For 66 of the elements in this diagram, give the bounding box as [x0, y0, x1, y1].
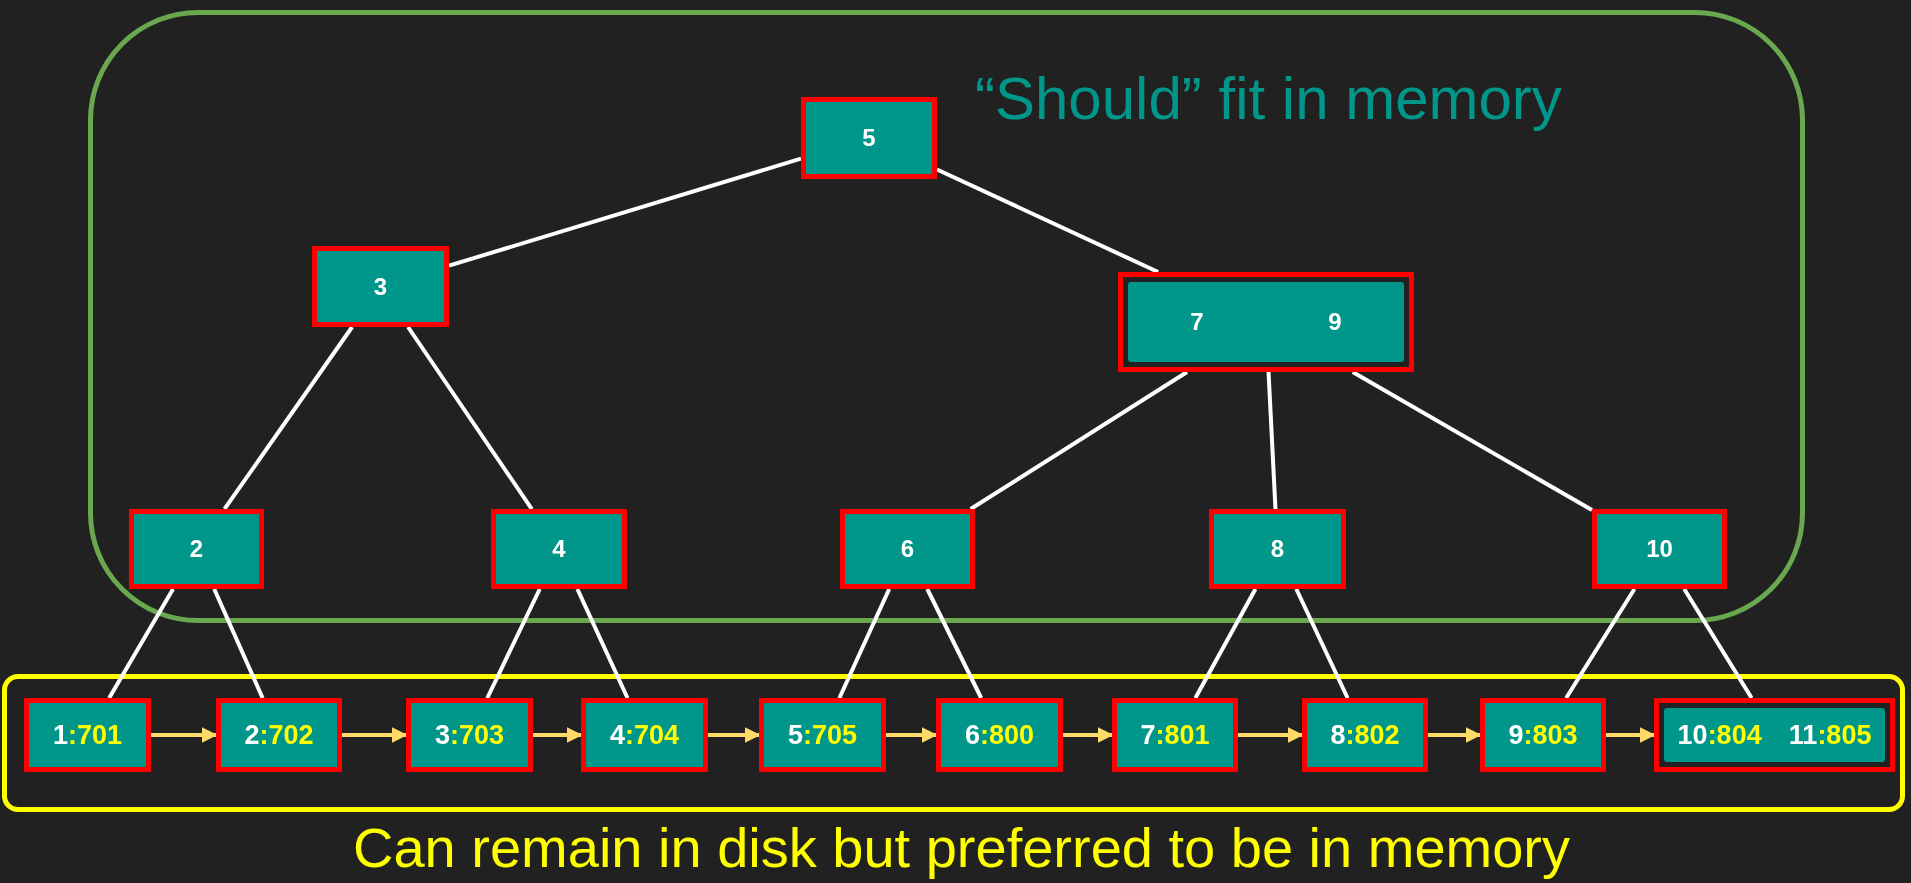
- key-label: 2: [189, 535, 204, 563]
- arrow: [1606, 727, 1656, 743]
- tree-link: [969, 370, 1189, 511]
- tree-link: [107, 588, 175, 699]
- key-value-label: 5:705: [787, 719, 858, 751]
- tree-link: [936, 167, 1159, 274]
- leaf-node: [1480, 698, 1606, 772]
- key-value-label: 8:802: [1330, 719, 1400, 751]
- tree-link: [575, 588, 630, 699]
- index-node: [312, 246, 449, 327]
- index-node: [801, 97, 937, 179]
- leaf-node: [216, 698, 342, 772]
- key-label: 9: [1328, 308, 1342, 336]
- key-label: 8: [1270, 535, 1285, 563]
- tree-link: [406, 325, 534, 511]
- key-value-label: 6:800: [964, 719, 1035, 751]
- key-label: 6: [900, 535, 915, 563]
- index-node: [840, 509, 975, 589]
- key-label: 4: [552, 535, 566, 563]
- key-value-label: 1:701: [52, 719, 123, 751]
- arrow: [342, 727, 408, 743]
- key-value-label: 9:803: [1508, 719, 1578, 751]
- tree-link: [448, 156, 802, 268]
- leaf-node: [1654, 698, 1895, 772]
- tree-link: [222, 325, 354, 511]
- tree-link: [1266, 371, 1278, 510]
- arrow: [708, 727, 761, 743]
- tree-link: [1564, 587, 1637, 700]
- key-value-label: 3:703: [434, 719, 505, 751]
- tree-link: [925, 588, 983, 699]
- leaf-node: [581, 698, 708, 772]
- leaf-node: [1112, 698, 1238, 772]
- tree-link: [1193, 588, 1258, 699]
- tree-link: [485, 588, 542, 699]
- index-node: [491, 509, 627, 589]
- key-label: 5: [862, 124, 876, 152]
- index-node: [1592, 509, 1727, 589]
- tree-link: [212, 588, 265, 699]
- leaf-node: [1302, 698, 1428, 772]
- arrow: [1238, 727, 1304, 743]
- leaf-node: [936, 698, 1063, 772]
- key-value-label: 11:805: [1788, 719, 1872, 751]
- tree-link: [1682, 587, 1754, 700]
- arrow: [151, 727, 218, 743]
- key-value-label: 2:702: [244, 719, 314, 751]
- tree-link: [1351, 370, 1593, 512]
- key-value-label: 4:704: [609, 719, 680, 751]
- index-node: [1209, 509, 1346, 589]
- arrow: [1428, 727, 1482, 743]
- key-label: 7: [1190, 308, 1204, 336]
- leaf-node: [406, 698, 533, 772]
- arrow: [533, 727, 583, 743]
- arrow: [1063, 727, 1114, 743]
- tree-link: [1294, 588, 1350, 699]
- region-heading: “Should” fit in memory: [975, 66, 1562, 132]
- key-value-label: 10:804: [1677, 719, 1762, 751]
- key-value-label: 7:801: [1140, 719, 1210, 751]
- key-label: 10: [1646, 535, 1673, 563]
- arrow: [886, 727, 938, 743]
- index-node: [1118, 272, 1414, 372]
- region-caption: Can remain in disk but preferred to be in memory: [353, 815, 1570, 881]
- tree-link: [837, 588, 892, 699]
- leaf-node: [759, 698, 886, 772]
- leaf-node: [24, 698, 151, 772]
- key-label: 3: [373, 272, 388, 301]
- index-node: [129, 509, 264, 589]
